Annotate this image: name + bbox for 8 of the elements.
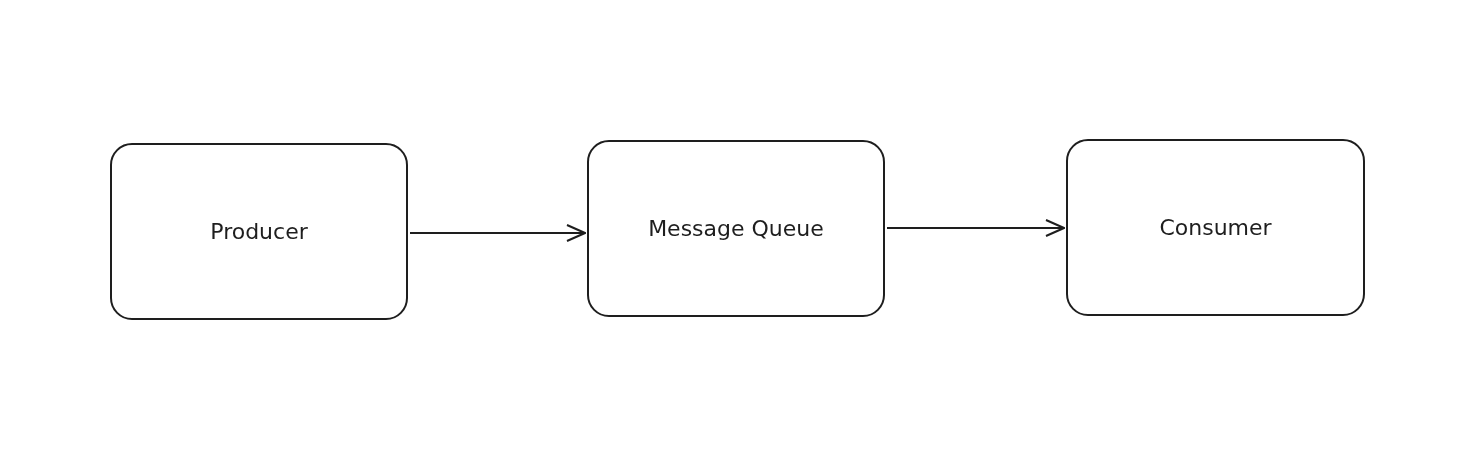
arrow [409,224,586,242]
arrow [886,219,1065,237]
process-box [587,140,885,317]
process-box [110,143,408,320]
box-label: Message Queue [648,216,824,241]
box-label: Consumer [1159,215,1272,240]
process-box [1066,139,1365,316]
box-label: Producer [210,219,308,244]
